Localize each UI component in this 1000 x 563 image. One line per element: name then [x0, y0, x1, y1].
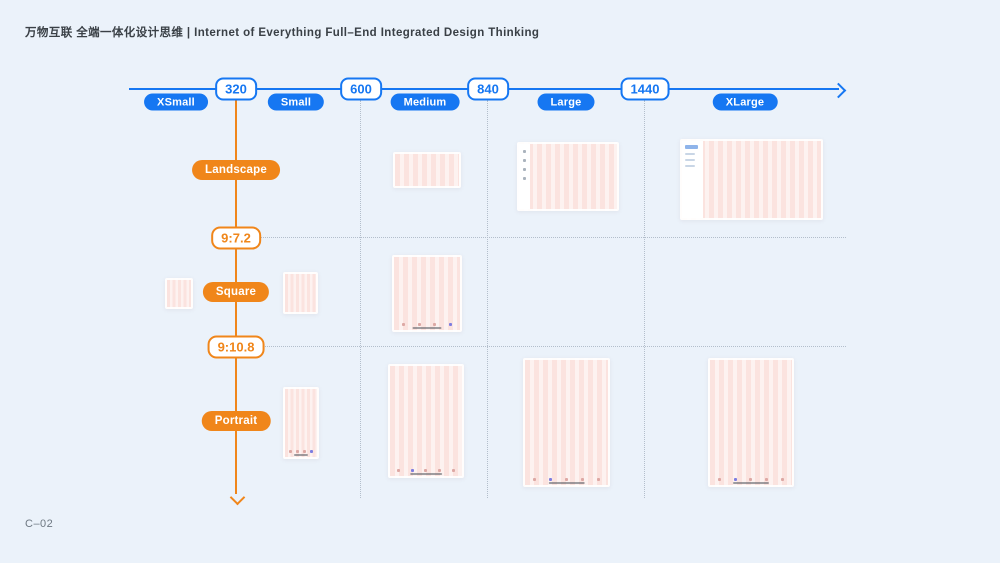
home-indicator	[293, 453, 309, 456]
tab-icon	[410, 469, 414, 472]
tab-bar	[712, 478, 790, 481]
grid-hline-9-10-8	[258, 346, 846, 347]
grid-vline-1440	[644, 100, 645, 498]
tab-icon	[564, 478, 568, 481]
tab-icon	[765, 478, 769, 481]
ratio-pill-9-7-2: 9:7.2	[211, 226, 261, 250]
sidebar-menu-item	[685, 159, 695, 161]
tab-bar	[287, 450, 315, 453]
mockup-portrait-large	[523, 358, 610, 487]
sidebar-icon	[523, 150, 526, 153]
arrow-right-icon	[830, 82, 847, 98]
mockup-sidebar	[682, 141, 703, 218]
tab-bar	[527, 478, 606, 481]
ratio-pill-portrait: Portrait	[201, 411, 271, 431]
slide-number: C–02	[25, 518, 54, 530]
tab-icon	[733, 478, 737, 481]
tab-icon	[438, 469, 442, 472]
page-title: 万物互联 全端一体化设计思维 | Internet of Everything …	[25, 27, 540, 39]
breakpoint-pill-600: 600	[340, 77, 382, 101]
tab-icon	[718, 478, 722, 481]
ratio-pill-9-10-8: 9:10.8	[207, 335, 265, 359]
tab-icon	[397, 469, 401, 472]
mockup-square-xsmall	[165, 278, 193, 309]
home-indicator	[548, 481, 585, 484]
tab-icon	[580, 478, 584, 481]
mockup-landscape-xlarge	[680, 139, 823, 220]
home-indicator	[410, 472, 442, 475]
mockup-portrait-medium	[388, 364, 464, 478]
grid-vline-840	[487, 100, 488, 498]
mockup-landscape-large	[517, 142, 619, 211]
size-pill-xlarge: XLarge	[712, 93, 778, 111]
tab-icon	[289, 450, 292, 453]
tab-bar	[396, 323, 458, 326]
tab-icon	[451, 469, 455, 472]
tab-icon	[424, 469, 428, 472]
tab-icon	[448, 323, 452, 326]
tab-icon	[402, 323, 406, 326]
tab-icon	[310, 450, 313, 453]
sidebar-header	[685, 145, 698, 149]
tab-icon	[303, 450, 306, 453]
grid-vline-600	[360, 100, 361, 498]
sidebar-menu-item	[685, 153, 695, 155]
breakpoint-pill-320: 320	[215, 77, 257, 101]
size-pill-xsmall: XSmall	[144, 93, 208, 111]
tab-icon	[296, 450, 299, 453]
tab-icon	[549, 478, 553, 481]
breakpoint-pill-840: 840	[467, 77, 509, 101]
mockup-portrait-xlarge	[708, 358, 794, 487]
breakpoint-pill-1440: 1440	[620, 77, 670, 101]
tab-bar	[392, 469, 460, 472]
size-pill-large: Large	[537, 93, 595, 111]
sidebar-icon	[523, 168, 526, 171]
size-pill-medium: Medium	[390, 93, 460, 111]
size-pill-small: Small	[267, 93, 325, 111]
mockup-sidebar	[519, 144, 530, 209]
home-indicator	[732, 481, 770, 484]
ratio-pill-landscape: Landscape	[192, 160, 280, 180]
ratio-pill-square: Square	[202, 282, 270, 302]
mockup-portrait-small	[283, 387, 319, 459]
sidebar-icon	[523, 159, 526, 162]
tab-icon	[533, 478, 537, 481]
sidebar-menu-item	[685, 165, 695, 167]
sidebar-icon	[523, 177, 526, 180]
tab-icon	[780, 478, 784, 481]
grid-hline-9-7-2	[258, 237, 846, 238]
home-indicator	[412, 326, 442, 329]
mockup-square-medium	[392, 255, 462, 332]
tab-icon	[596, 478, 600, 481]
mockup-landscape-medium	[393, 152, 461, 188]
mockup-square-small	[283, 272, 318, 314]
arrow-down-icon	[229, 489, 245, 506]
tab-icon	[749, 478, 753, 481]
tab-icon	[433, 323, 437, 326]
tab-icon	[417, 323, 421, 326]
